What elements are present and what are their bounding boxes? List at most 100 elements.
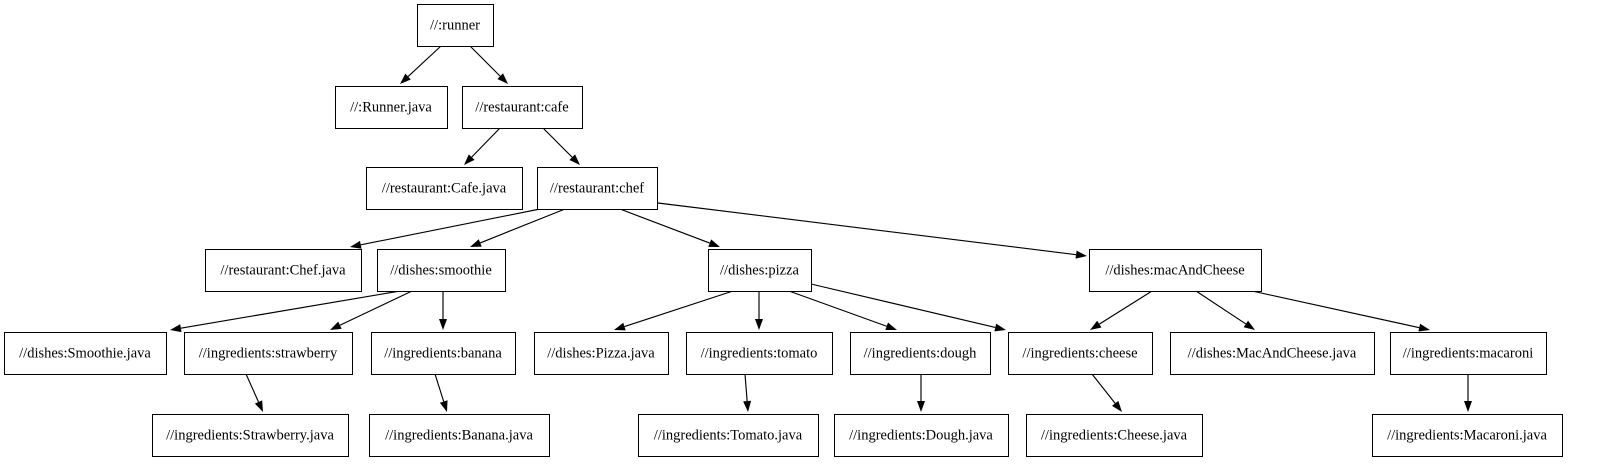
edge-line <box>624 290 734 328</box>
node-box <box>534 332 669 375</box>
node-label: //dishes:Smoothie.java <box>19 345 151 361</box>
node-box <box>335 86 448 129</box>
node-label: //dishes:MacAndCheese.java <box>1188 345 1357 361</box>
edge-line <box>180 290 401 329</box>
edge-line <box>1195 290 1247 325</box>
edge-ing_dough-to-dough_java <box>917 374 925 412</box>
node-label: //dishes:Pizza.java <box>547 345 655 361</box>
node-cafe_java[interactable]: //restaurant:Cafe.java <box>366 167 523 210</box>
node-box <box>1008 332 1153 375</box>
node-pizza_java[interactable]: //dishes:Pizza.java <box>534 332 669 375</box>
node-box <box>686 332 833 375</box>
edge-arrowhead <box>1418 323 1430 332</box>
edge-line <box>245 373 260 403</box>
node-ing_tomato[interactable]: //ingredients:tomato <box>686 332 833 375</box>
edge-arrowhead <box>497 73 508 84</box>
edge-arrowhead <box>170 324 182 333</box>
node-banana_java[interactable]: //ingredients:Banana.java <box>369 414 550 457</box>
edge-arrowhead <box>755 319 763 330</box>
edge-line <box>434 373 445 402</box>
edge-line <box>1091 373 1116 404</box>
node-label: //:Runner.java <box>350 99 432 115</box>
node-chef_java[interactable]: //restaurant:Chef.java <box>205 249 362 292</box>
edge-restaurant_chef-to-dishes_macandchee <box>657 202 1087 259</box>
node-box <box>850 332 991 375</box>
edge-ing_banana-to-banana_java <box>434 373 448 412</box>
node-box <box>1026 414 1203 457</box>
node-macaroni_java[interactable]: //ingredients:Macaroni.java <box>1372 414 1563 457</box>
node-label: //restaurant:chef <box>550 180 644 196</box>
node-box <box>1372 414 1563 457</box>
edge-dishes_macandchee-to-macandcheese_java <box>1195 290 1255 330</box>
edge-dishes_pizza-to-ing_tomato <box>755 291 763 330</box>
edge-dishes_macandchee-to-ing_macaroni <box>1251 290 1430 332</box>
node-dishes_pizza[interactable]: //dishes:pizza <box>708 249 812 292</box>
edge-ing_macaroni-to-macaroni_java <box>1464 374 1472 412</box>
nodes-layer: //:runner //:Runner.java //restaurant:cafe… <box>4 4 1563 457</box>
node-runner[interactable]: //:runner <box>417 4 494 47</box>
edge-arrowhead <box>254 400 263 412</box>
edge-line <box>1099 290 1153 325</box>
node-box <box>366 167 523 210</box>
node-runner_java[interactable]: //:Runner.java <box>335 86 448 129</box>
edge-runner-to-runner_java <box>400 45 442 84</box>
edge-runner-to-restaurant_cafe <box>469 45 508 84</box>
node-dough_java[interactable]: //ingredients:Dough.java <box>834 414 1009 457</box>
edge-line <box>788 290 887 327</box>
edge-restaurant_chef-to-chef_java <box>350 208 541 249</box>
edge-arrowhead <box>350 240 362 249</box>
node-label: //ingredients:macaroni <box>1403 345 1533 361</box>
node-label: //dishes:pizza <box>720 262 799 278</box>
edge-arrowhead <box>743 400 752 412</box>
edge-arrowhead <box>708 239 720 247</box>
node-box <box>369 414 550 457</box>
edge-arrowhead <box>1112 400 1122 412</box>
edge-dishes_macandchee-to-ing_cheese <box>1090 290 1153 330</box>
edge-arrowhead <box>1464 401 1472 412</box>
node-label: //ingredients:strawberry <box>199 345 338 361</box>
edge-arrowhead <box>439 319 447 330</box>
edge-restaurant_chef-to-dishes_smoothie <box>470 208 566 247</box>
edge-arrowhead <box>400 73 411 84</box>
edge-line <box>744 373 748 402</box>
node-dishes_smoothie[interactable]: //dishes:smoothie <box>377 249 506 292</box>
node-dishes_macandchee[interactable]: //dishes:macAndCheese <box>1089 249 1262 292</box>
node-label: //dishes:macAndCheese <box>1105 262 1244 278</box>
edge-arrowhead <box>1075 250 1087 259</box>
node-smoothie_java[interactable]: //dishes:Smoothie.java <box>4 332 167 375</box>
node-label: //ingredients:banana <box>384 345 502 361</box>
node-restaurant_chef[interactable]: //restaurant:chef <box>537 167 658 210</box>
edge-line <box>471 127 501 158</box>
node-ing_cheese[interactable]: //ingredients:cheese <box>1008 332 1153 375</box>
node-label: //ingredients:Dough.java <box>849 427 993 443</box>
edge-dishes_smoothie-to-ing_strawberry <box>330 290 413 330</box>
edge-ing_strawberry-to-strawberry_java <box>245 373 263 412</box>
node-ing_dough[interactable]: //ingredients:dough <box>850 332 991 375</box>
edge-dishes_pizza-to-ing_dough <box>788 290 897 331</box>
edge-arrowhead <box>1090 320 1102 330</box>
node-box <box>537 167 658 210</box>
edge-line <box>479 208 566 244</box>
node-ing_strawberry[interactable]: //ingredients:strawberry <box>184 332 353 375</box>
edge-dishes_smoothie-to-smoothie_java <box>170 290 401 333</box>
node-label: //ingredients:cheese <box>1022 345 1137 361</box>
node-ing_banana[interactable]: //ingredients:banana <box>371 332 516 375</box>
node-ing_macaroni[interactable]: //ingredients:macaroni <box>1390 332 1547 375</box>
node-cheese_java[interactable]: //ingredients:Cheese.java <box>1026 414 1203 457</box>
node-strawberry_java[interactable]: //ingredients:Strawberry.java <box>152 414 349 457</box>
node-macandcheese_java[interactable]: //dishes:MacAndCheese.java <box>1170 332 1375 375</box>
edge-line <box>469 45 501 77</box>
node-restaurant_cafe[interactable]: //restaurant:cafe <box>462 86 583 129</box>
node-label: //ingredients:Strawberry.java <box>166 427 334 443</box>
edge-arrowhead <box>1243 320 1255 330</box>
edge-line <box>360 208 541 246</box>
edge-restaurant_chef-to-dishes_pizza <box>619 208 720 247</box>
node-label: //ingredients:tomato <box>701 345 818 361</box>
edge-arrowhead <box>994 323 1006 332</box>
node-label: //dishes:smoothie <box>390 262 492 278</box>
node-label: //ingredients:Tomato.java <box>654 427 803 443</box>
node-box <box>1170 332 1375 375</box>
node-tomato_java[interactable]: //ingredients:Tomato.java <box>638 414 819 457</box>
